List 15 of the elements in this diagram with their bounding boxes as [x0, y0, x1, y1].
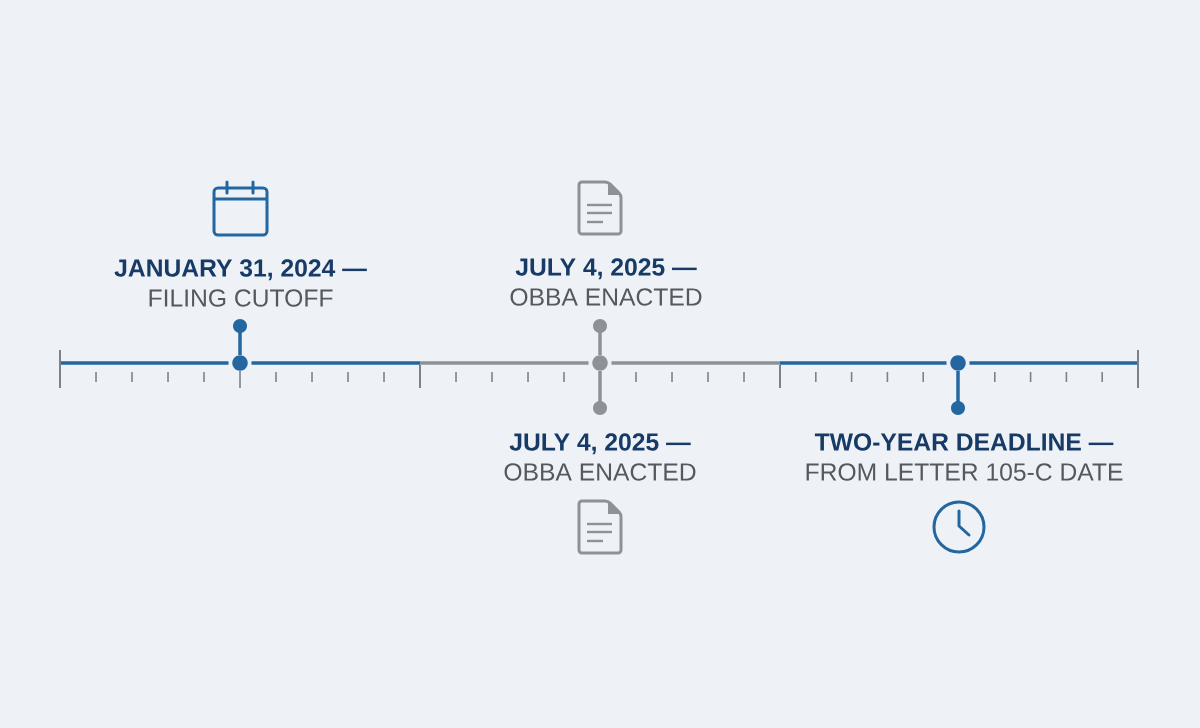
timeline-dot	[950, 355, 966, 371]
timeline-dot	[592, 355, 608, 371]
timeline-date: JULY 4, 2025 —	[509, 433, 691, 455]
timeline-date: JULY 4, 2025 —	[515, 258, 697, 280]
event-label: OBBA ENACTED	[504, 463, 696, 481]
stem-line	[593, 319, 607, 355]
timeline-date: TWO-YEAR DEADLINE —	[814, 433, 1114, 451]
event-label: FILING CUTOFF	[149, 289, 333, 307]
stem-line	[593, 371, 607, 415]
stem-line	[233, 319, 247, 355]
event-label: FROM LETTER 105-C DATE	[806, 463, 1123, 481]
stem-line	[951, 371, 965, 415]
timeline-dot	[232, 355, 248, 371]
timeline-date: JANUARY 31, 2024 —	[114, 259, 367, 281]
event-label: OBBA ENACTED	[510, 288, 702, 306]
